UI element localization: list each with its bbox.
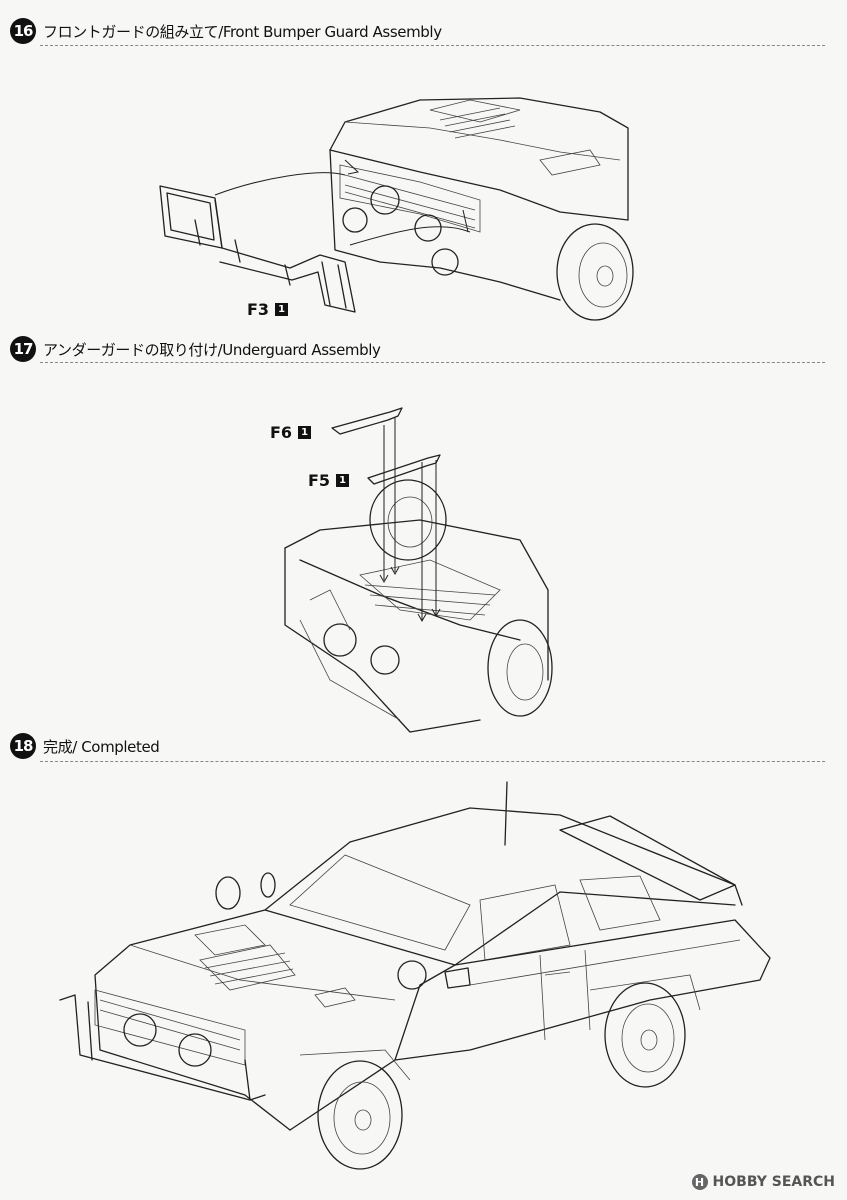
step-title: 完成/ Completed <box>43 737 160 756</box>
part-quantity-badge: 1 <box>275 303 289 316</box>
section-divider <box>40 362 825 363</box>
section-divider <box>40 45 825 46</box>
watermark-text: HOBBY SEARCH <box>712 1174 835 1190</box>
part-label-f5: F5 1 <box>308 471 350 490</box>
hobby-search-logo-icon: H <box>691 1174 708 1190</box>
step-17-car-underside-drawing <box>284 479 553 733</box>
step-18-completed-car-drawing <box>59 781 771 1170</box>
step-number: 18 <box>10 733 36 759</box>
step-title: アンダーガードの取り付け/Underguard Assembly <box>43 340 381 359</box>
step-17-header: 17 アンダーガードの取り付け/Underguard Assembly <box>10 334 381 364</box>
step-17-arrows <box>379 418 441 623</box>
f3-bumper-guard-part <box>159 185 356 313</box>
section-divider <box>40 761 825 762</box>
f6-underguard-part <box>331 407 403 435</box>
part-quantity-badge: 1 <box>298 426 312 439</box>
part-code: F6 <box>270 423 293 442</box>
step-16-header: 16 フロントガードの組み立て/Front Bumper Guard Assem… <box>10 16 442 46</box>
part-label-f6: F6 1 <box>270 423 312 442</box>
step-number: 16 <box>10 18 36 44</box>
part-label-f3: F3 1 <box>247 300 289 319</box>
part-quantity-badge: 1 <box>336 474 350 487</box>
part-code: F3 <box>247 300 270 319</box>
step-title: フロントガードの組み立て/Front Bumper Guard Assembly <box>43 22 442 41</box>
step-number: 17 <box>10 336 36 362</box>
step-18-header: 18 完成/ Completed <box>10 731 160 761</box>
hobby-search-watermark: H HOBBY SEARCH <box>691 1174 835 1190</box>
step-16-car-front-drawing <box>214 97 634 321</box>
part-code: F5 <box>308 471 331 490</box>
